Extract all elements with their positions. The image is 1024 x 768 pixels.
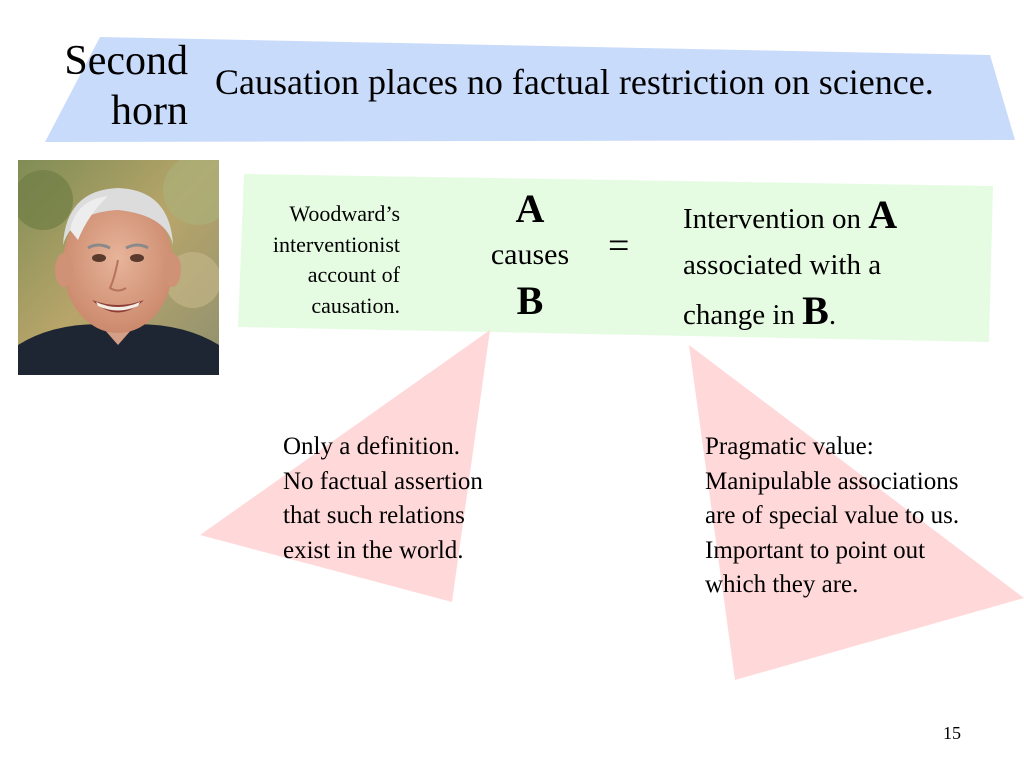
intervention-text-1: Intervention on [683, 203, 869, 235]
woodward-line-3: account of [307, 262, 400, 287]
intervention-line-2: associated with a [683, 249, 882, 281]
right-note-line-4: Important to point out [705, 536, 926, 564]
woodward-line-2: interventionist [272, 231, 400, 257]
definition-box [238, 174, 993, 342]
woodward-account-label: Woodward’s interventionist account of ca… [240, 199, 400, 321]
intervention-line-3: change in B. [683, 288, 993, 338]
intervention-text-3: change in [683, 299, 803, 331]
letter-b: B [516, 278, 544, 323]
letter-a: A [515, 186, 545, 231]
horn-label-line-1: Second [64, 38, 188, 84]
a-causes-b: A causes B [480, 185, 580, 325]
left-note-line-3: that such relations [283, 502, 465, 529]
left-note-line-1: Only a definition. [283, 433, 461, 460]
woodward-line-1: Woodward’s [289, 201, 400, 226]
horn-label-line-2: horn [111, 88, 188, 134]
intervention-definition: Intervention on A associated with a chan… [683, 192, 993, 338]
right-note-line-5: which they are. [705, 571, 859, 598]
right-note-line-1: Pragmatic value: [705, 433, 874, 460]
causes-word: causes [490, 238, 570, 271]
right-callout-triangle [689, 345, 1024, 680]
right-note: Pragmatic value: Manipulable association… [705, 430, 1015, 603]
intervention-bold-a: A [868, 192, 898, 237]
title-banner [45, 37, 1015, 142]
left-callout-triangle [200, 330, 490, 602]
right-note-line-2: Manipulable associations [705, 467, 959, 495]
horn-label: Second horn [40, 36, 188, 136]
man-portrait-photo [18, 160, 219, 375]
page-number: 15 [943, 723, 961, 743]
slide-title: Causation places no factual restriction … [215, 62, 934, 102]
left-note-line-2: No factual assertion [283, 467, 483, 495]
intervention-line-1: Intervention on A [683, 192, 993, 242]
woodward-line-4: causation. [311, 292, 400, 318]
intervention-bold-b: B [802, 288, 829, 333]
equals-sign: = [608, 225, 630, 267]
left-note-line-4: exist in the world. [283, 536, 464, 564]
left-note: Only a definition. No factual assertion … [283, 430, 543, 568]
right-note-line-3: are of special value to us. [705, 502, 960, 529]
intervention-period: . [828, 299, 837, 331]
